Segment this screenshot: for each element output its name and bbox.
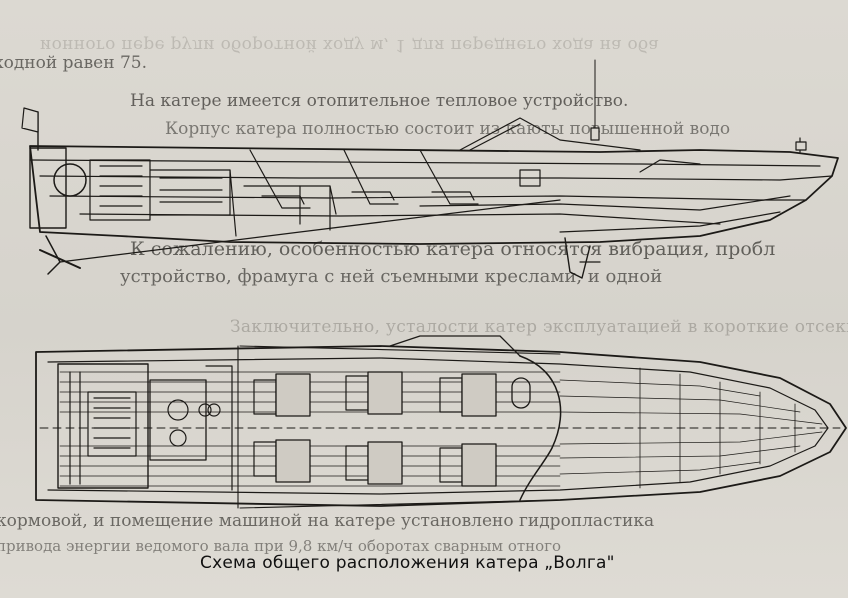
seat-side-view — [419, 149, 479, 205]
hull-outline — [29, 145, 839, 245]
body-text-line: На катере имеется отопительное тепловое … — [130, 91, 629, 111]
seat-icon — [345, 441, 403, 485]
body-text-line: Корпус катера полностью состоит из каюты… — [165, 119, 731, 139]
windshield — [459, 117, 641, 151]
seat-icon — [253, 439, 311, 483]
body-text-line: устройство, фрамуга с ней съемными кресл… — [120, 266, 663, 287]
seat-icon — [439, 373, 497, 417]
seat-side-view — [249, 149, 311, 209]
body-text-line: ходной равен 75. — [0, 53, 148, 73]
seat-icon — [253, 373, 311, 417]
rudder — [564, 237, 591, 279]
seat-side-view — [343, 149, 399, 205]
engine-compartment — [57, 363, 233, 491]
side-elevation-view — [21, 59, 839, 279]
seat-icon — [439, 443, 497, 487]
windshield-plan — [519, 355, 562, 501]
body-text-line: привода энергии ведомого вала при 9,8 км… — [0, 537, 562, 555]
seat-icon — [345, 371, 403, 415]
propeller-shaft — [59, 199, 561, 263]
body-text-line: кормовой, и помещение машиной на катере … — [0, 511, 655, 531]
figure-caption: Схема общего расположения катера „Волга" — [200, 553, 615, 573]
bleed-text-line: Заключительно, усталости катер эксплуата… — [230, 317, 848, 337]
hull-plan-outline — [35, 345, 847, 507]
plan-view — [35, 335, 847, 509]
stern-flag-icon — [21, 107, 39, 151]
